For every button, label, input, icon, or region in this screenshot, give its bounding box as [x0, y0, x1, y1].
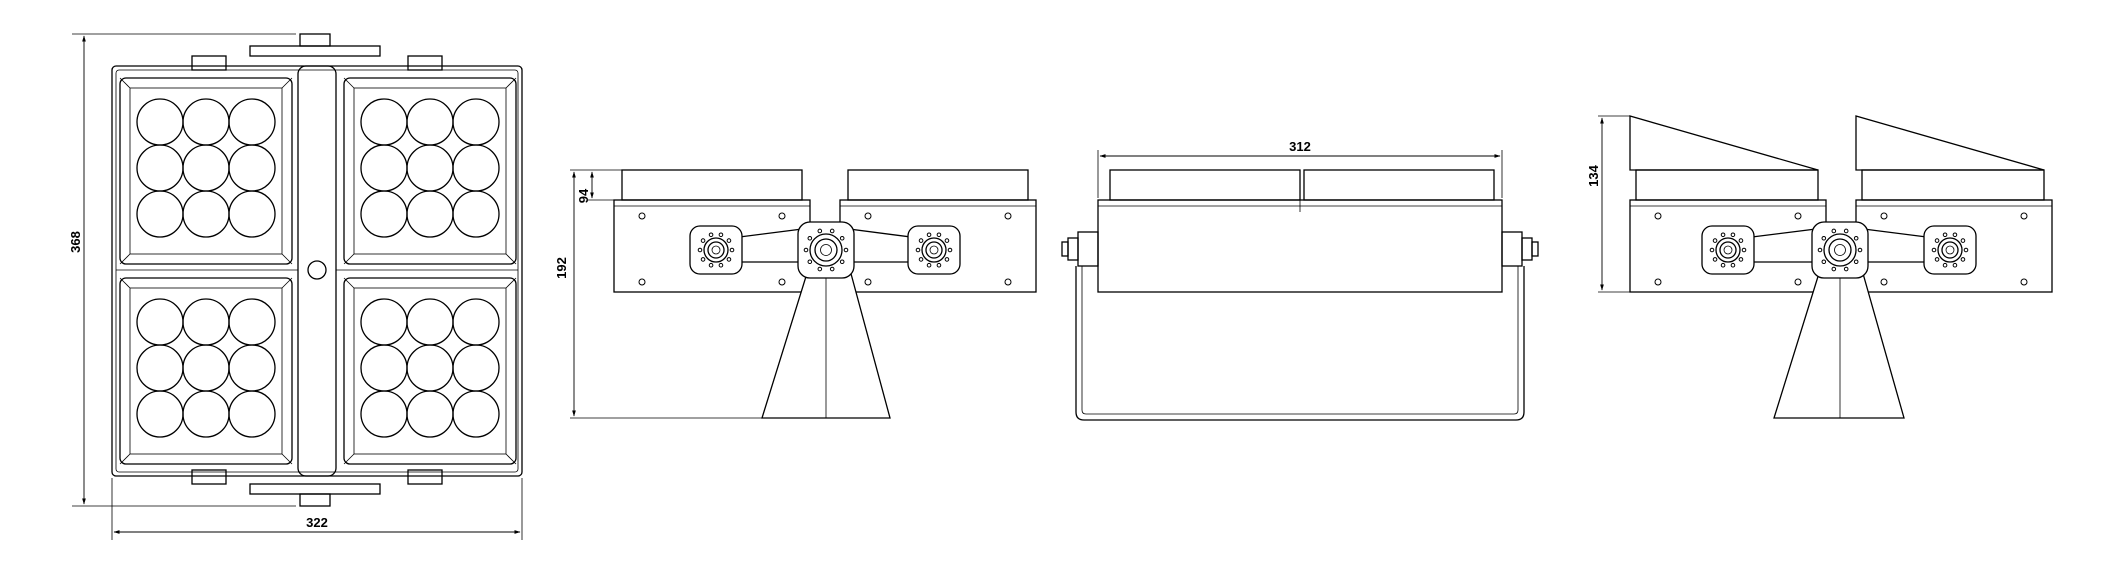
led-lens	[406, 344, 454, 392]
led-lens	[136, 390, 184, 438]
led-lens	[406, 144, 454, 192]
led-lens	[452, 344, 500, 392]
led-lens	[136, 144, 184, 192]
pivot-hub	[1931, 232, 1969, 268]
side-height-label: 192	[554, 257, 569, 279]
led-lens	[228, 390, 276, 438]
led-lens	[406, 190, 454, 238]
led-lens	[228, 298, 276, 346]
led-lens	[136, 344, 184, 392]
led-lens	[182, 344, 230, 392]
led-lens	[228, 344, 276, 392]
front-height-label: 368	[68, 231, 83, 253]
pivot-hub	[697, 232, 735, 268]
led-lens	[182, 190, 230, 238]
pivot-hub	[1817, 228, 1863, 272]
led-lens	[360, 190, 408, 238]
led-lens	[228, 98, 276, 146]
led-lens	[136, 190, 184, 238]
led-lens	[452, 390, 500, 438]
tilt-dimensions: 134	[1586, 115, 1630, 293]
side-view	[613, 169, 1037, 419]
led-lens	[406, 298, 454, 346]
led-lens	[136, 98, 184, 146]
side-dimensions: 94 192	[554, 169, 762, 419]
led-lens	[182, 298, 230, 346]
pivot-hub	[915, 232, 953, 268]
led-lens	[228, 190, 276, 238]
pivot-hub	[803, 228, 849, 272]
front-view	[111, 33, 523, 507]
led-lens	[182, 144, 230, 192]
front-width-label: 322	[306, 515, 328, 530]
side-depth-label: 94	[576, 188, 591, 203]
led-lens	[228, 144, 276, 192]
top-view	[1061, 169, 1539, 421]
led-lens	[406, 390, 454, 438]
led-module	[119, 277, 293, 465]
top-dimensions: 312	[1097, 139, 1503, 198]
led-lens	[452, 190, 500, 238]
led-lens	[452, 98, 500, 146]
led-lens	[360, 98, 408, 146]
led-lens	[136, 298, 184, 346]
led-lens	[360, 144, 408, 192]
led-module	[119, 77, 293, 265]
led-lens	[406, 98, 454, 146]
tilt-height-label: 134	[1586, 164, 1601, 186]
top-width-label: 312	[1289, 139, 1311, 154]
led-lens	[182, 98, 230, 146]
led-lens	[452, 144, 500, 192]
led-lens	[360, 390, 408, 438]
led-lens	[182, 390, 230, 438]
pivot-hub	[1709, 232, 1747, 268]
tilted-side-view	[1629, 115, 2053, 419]
led-module	[343, 77, 517, 265]
led-lens	[452, 298, 500, 346]
led-lens	[360, 344, 408, 392]
led-lens	[360, 298, 408, 346]
front-dimensions: 368 322	[68, 33, 523, 540]
led-module	[343, 277, 517, 465]
